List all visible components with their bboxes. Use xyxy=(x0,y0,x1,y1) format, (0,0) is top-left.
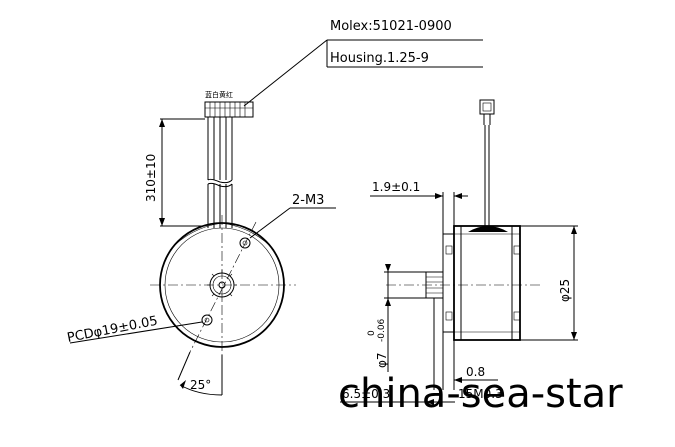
offset-dimension: 0.8 xyxy=(466,365,485,379)
motor-front-view: 2-M3 PCDφ19±0.05 25° xyxy=(66,193,336,396)
angle-dimension: 25° xyxy=(190,378,211,392)
gear-teeth xyxy=(207,270,237,300)
watermark-text: china-sea-star xyxy=(338,371,623,417)
mount-holes-label: 2-M3 xyxy=(292,193,324,208)
pcd-dimension: PCDφ19±0.05 xyxy=(66,314,159,346)
diameter-dimension: φ25 xyxy=(558,279,572,302)
connector-callout: Molex:51021-0900 Housing.1.25-9 xyxy=(243,19,483,107)
wire-colors-label: 蓝白黄红 xyxy=(205,90,233,99)
shaft-diameter-dimension: φ7 xyxy=(375,352,389,368)
housing-label: Housing.1.25-9 xyxy=(330,51,429,66)
connector-part-label: Molex:51021-0900 xyxy=(330,19,452,34)
shaft-diameter-tol-upper: 0 xyxy=(367,330,377,336)
shaft-length-dimension: 6.5±0.3 xyxy=(342,387,390,401)
motor-side-view: 1.9±0.1 φ25 φ7 0 -0.06 0.8 6.5±0.3 15M0.… xyxy=(340,99,578,405)
connector-pins xyxy=(209,102,246,117)
shaft-diameter-tol-lower: -0.06 xyxy=(377,318,387,342)
gear-module-label: 15M0.3 xyxy=(458,387,503,401)
connector-front-view: 蓝白黄红 310±10 xyxy=(144,90,254,228)
flange-thickness-dimension: 1.9±0.1 xyxy=(372,180,420,194)
lead-length-dimension: 310±10 xyxy=(144,154,158,202)
